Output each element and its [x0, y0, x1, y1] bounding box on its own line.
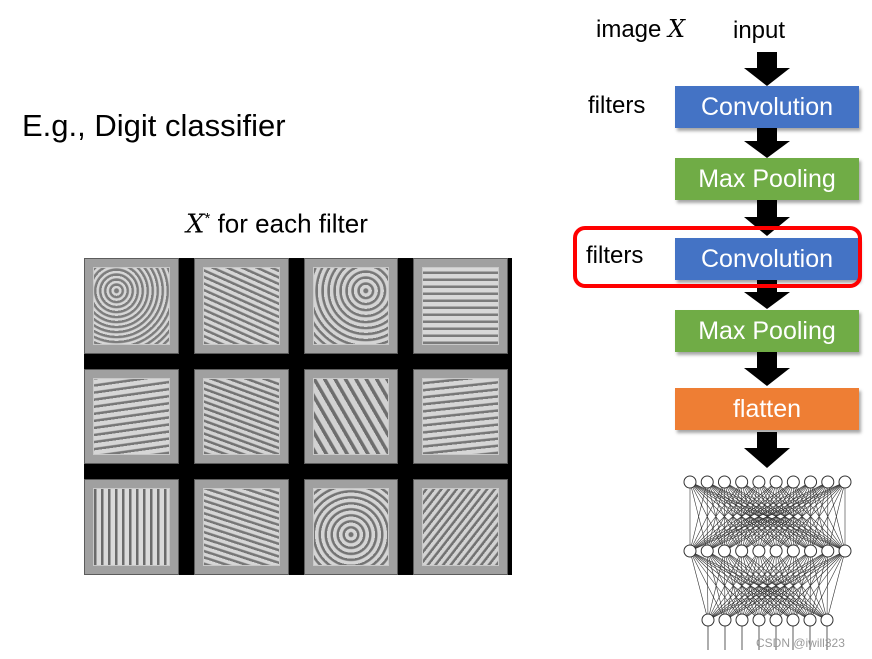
neuron-node — [821, 544, 835, 558]
neuron-node — [821, 475, 835, 489]
neuron-node — [803, 613, 817, 627]
down-arrow-icon — [744, 52, 790, 86]
neuron-node — [717, 544, 731, 558]
neuron-node — [786, 475, 800, 489]
highlight-frame — [573, 226, 862, 288]
image-x-label: image X — [596, 15, 686, 43]
caption-text: for each filter — [210, 208, 368, 239]
watermark: CSDN @iwill323 — [756, 636, 845, 650]
neuron-node — [804, 544, 818, 558]
filter-image — [413, 258, 508, 354]
neuron-node — [769, 544, 783, 558]
neuron-node — [752, 613, 766, 627]
neuron-node — [683, 475, 697, 489]
filters-label: filters — [586, 242, 644, 269]
input-label: input — [733, 17, 786, 44]
neuron-node — [786, 613, 800, 627]
down-arrow-icon — [744, 432, 790, 468]
neuron-node — [786, 544, 800, 558]
filter-visualization-grid — [84, 258, 512, 575]
neuron-node — [820, 613, 834, 627]
down-arrow-icon — [744, 127, 790, 158]
neuron-node — [804, 475, 818, 489]
filter-image — [303, 368, 399, 465]
caption-variable: X — [186, 209, 205, 240]
convolution-layer-box-highlighted: Convolution — [675, 238, 859, 280]
convolution-layer-box: Convolution — [675, 86, 859, 128]
filter-image — [413, 479, 508, 575]
neuron-node — [752, 475, 766, 489]
neuron-node — [735, 475, 749, 489]
neuron-node — [838, 544, 852, 558]
max-pooling-layer-box: Max Pooling — [675, 310, 859, 352]
neuron-node — [769, 613, 783, 627]
neuron-node — [701, 613, 715, 627]
neuron-node — [752, 544, 766, 558]
neuron-node — [717, 475, 731, 489]
flatten-layer-box: flatten — [675, 388, 859, 430]
grid-caption: X* for each filter — [186, 202, 368, 242]
filter-image — [84, 479, 179, 575]
filter-image — [84, 258, 179, 354]
filter-image — [193, 479, 289, 575]
neuron-node — [718, 613, 732, 627]
filter-image — [193, 368, 289, 465]
max-pooling-layer-box: Max Pooling — [675, 158, 859, 200]
down-arrow-icon — [744, 352, 790, 386]
slide-heading: E.g., Digit classifier — [22, 108, 286, 143]
neuron-node — [700, 544, 714, 558]
network-connections — [689, 481, 846, 621]
neuron-node — [700, 475, 714, 489]
filter-image — [303, 258, 399, 354]
neuron-node — [683, 544, 697, 558]
filter-image — [413, 368, 508, 465]
filter-image — [84, 368, 179, 465]
neuron-node — [769, 475, 783, 489]
filters-label: filters — [588, 92, 646, 119]
filter-image — [303, 479, 399, 575]
neuron-node — [735, 613, 749, 627]
neuron-node — [735, 544, 749, 558]
output-arrows — [707, 626, 828, 650]
neuron-node — [838, 475, 852, 489]
filter-image — [193, 258, 289, 354]
caption-superscript: * — [204, 210, 211, 227]
